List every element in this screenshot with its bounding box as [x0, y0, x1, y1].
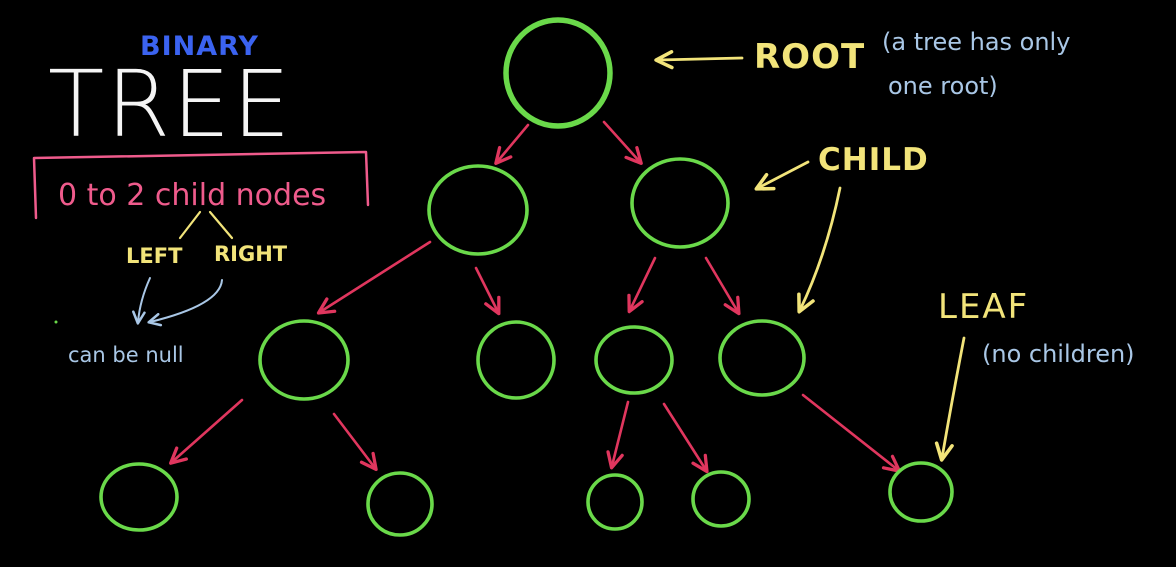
child-annotation: CHILD: [754, 142, 929, 314]
node-level1-left: [427, 164, 529, 256]
root-node: [503, 17, 613, 129]
root-note-line2: one root): [888, 72, 998, 100]
root-note-line1: (a tree has only: [882, 28, 1070, 56]
leaf-label: LEAF: [938, 287, 1029, 327]
title-tree: TREE: [48, 51, 292, 158]
node-level2-b: [476, 320, 556, 400]
edge-l2a-l3a: [168, 398, 244, 465]
child-label: CHILD: [818, 142, 929, 178]
node-level2-c: [594, 325, 674, 395]
title-binary: BINARY: [140, 31, 259, 62]
left-label: LEFT: [126, 244, 183, 268]
right-label: RIGHT: [214, 242, 288, 266]
edge-l1right-l2c: [627, 256, 657, 314]
edge-l1right-l2d: [704, 256, 741, 316]
node-level2-a: [258, 319, 350, 401]
edge-l1left-l2b: [474, 266, 501, 316]
definition-bracket: [32, 150, 370, 220]
leaf-pointer-arrow: [934, 336, 966, 462]
leaf-note: (no children): [982, 340, 1135, 368]
edge-l1left-l2a: [316, 240, 432, 315]
leaf-annotation: LEAF (no children): [934, 287, 1135, 462]
edge-l2d-l3e: [801, 393, 902, 473]
root-label: ROOT: [754, 37, 865, 77]
left-connector: [178, 210, 202, 240]
definition-box: 0 to 2 child nodes LEFT RIGHT can be nul…: [32, 150, 370, 367]
child-pointer-arrow-left: [754, 160, 810, 191]
definition-rule: 0 to 2 child nodes: [58, 178, 326, 213]
node-level2-d: [718, 319, 806, 397]
edge-l2c-l3c: [606, 400, 630, 470]
left-null-arrow: [132, 277, 151, 325]
tree-edges: [168, 120, 902, 474]
child-pointer-arrow-down: [797, 186, 842, 314]
root-pointer-arrow: [654, 50, 744, 70]
edge-root-left: [494, 123, 530, 166]
leaf-node-d: [691, 470, 751, 528]
node-level1-right: [630, 157, 730, 249]
leaf-node-e: [888, 461, 954, 523]
leaf-node-a: [99, 462, 179, 532]
right-null-arrow: [147, 279, 223, 327]
edge-l2c-l3d: [662, 402, 709, 474]
leaf-node-b: [366, 471, 434, 537]
edge-root-right: [602, 120, 643, 165]
tree-nodes: [99, 17, 954, 537]
right-connector: [208, 210, 234, 240]
edge-l2a-l3b: [332, 412, 378, 472]
title-block: TREE BINARY: [48, 31, 292, 158]
null-note: can be null: [68, 343, 184, 367]
leaf-node-c: [586, 473, 644, 531]
dot: [54, 320, 58, 324]
root-annotation: ROOT (a tree has only one root): [654, 28, 1070, 100]
